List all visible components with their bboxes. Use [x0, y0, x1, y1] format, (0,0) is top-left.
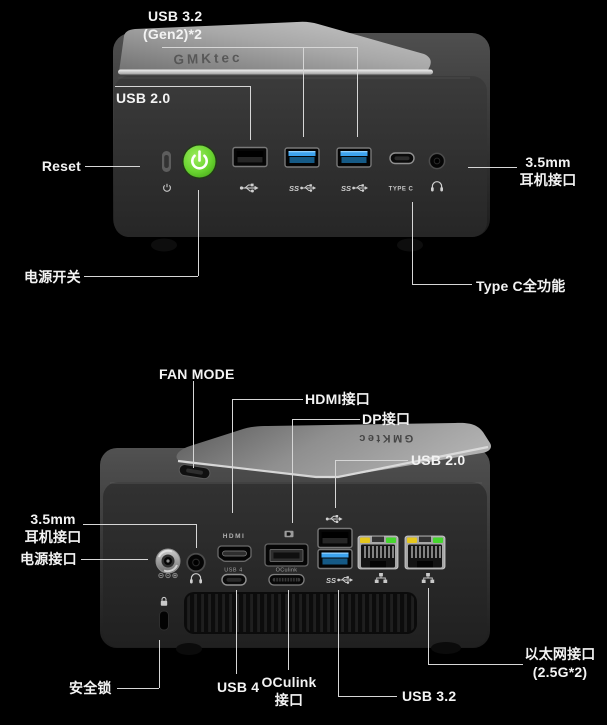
ss-usb-icon: SS — [326, 575, 354, 585]
label-line: 耳机接口 — [24, 529, 82, 545]
leader-usb32gen2-v2 — [357, 47, 358, 137]
rear-lid — [176, 422, 492, 479]
fan-mode-button — [178, 464, 211, 480]
leader-reset — [85, 166, 140, 167]
ethernet-port-2 — [404, 535, 446, 570]
leader-fanmode — [193, 381, 194, 468]
leader-usb32rear-h — [338, 696, 397, 697]
hdmi-port — [217, 545, 252, 562]
label-headphone-rear: 3.5mm 耳机接口 — [23, 510, 83, 546]
device-foot — [176, 643, 202, 655]
label-usb20-rear: USB 2.0 — [411, 452, 466, 468]
kensington-lock-slot — [159, 610, 169, 631]
label-reset: Reset — [41, 158, 81, 174]
device-foot — [397, 238, 423, 252]
ss-usb-icon: SS — [289, 183, 317, 193]
label-fan-mode: FAN MODE — [159, 366, 235, 382]
label-oculink: OCulink 接口 — [260, 673, 318, 709]
label-line: (2.5G*2) — [532, 664, 588, 680]
usb3-port-front-2 — [336, 147, 372, 168]
front-lid-edge — [118, 69, 433, 75]
label-ethernet: 以太网接口 (2.5G*2) — [521, 645, 599, 681]
dc-power-jack — [155, 548, 181, 574]
type-c-marking: TYPE C — [389, 187, 414, 193]
label-line: 3.5mm — [525, 154, 571, 170]
reset-pinhole — [162, 151, 171, 172]
leader-lock-v — [159, 640, 160, 688]
power-button — [182, 144, 217, 179]
label-power-switch: 电源开关 — [24, 269, 81, 285]
leader-ethernet-v — [428, 588, 429, 664]
rear-device: GMKtec HDMI — [100, 422, 492, 655]
label-headphone-front: 3.5mm 耳机接口 — [517, 153, 579, 189]
leader-oculink — [288, 590, 289, 670]
rear-lid-edge — [177, 445, 489, 479]
leader-ethernet-h — [428, 664, 523, 665]
label-usb32-rear: USB 3.2 — [402, 688, 457, 704]
leader-usb32rear-v — [338, 590, 339, 696]
label-line: 3.5mm — [30, 511, 76, 527]
label-hdmi: HDMI接口 — [305, 391, 370, 407]
leader-usb4 — [236, 590, 237, 674]
leader-usb20front-v — [250, 86, 251, 140]
label-line: 接口 — [274, 692, 304, 708]
device-foot — [151, 238, 177, 252]
ss-marking: SS — [326, 576, 336, 585]
label-line: (Gen2)*2 — [143, 26, 203, 42]
type-c-port-front — [389, 152, 415, 165]
vent-fins — [186, 594, 415, 632]
leader-lock-h — [117, 688, 159, 689]
leader-usb20rear-v — [335, 460, 336, 508]
device-foot — [431, 642, 461, 654]
headphone-jack-rear — [186, 552, 206, 573]
label-security-lock: 安全锁 — [69, 680, 112, 696]
oculink-marking: OCulink — [276, 568, 298, 574]
label-line: USB 3.2 — [148, 8, 203, 24]
oculink-port — [268, 573, 305, 586]
label-usb20-front: USB 2.0 — [116, 90, 171, 106]
hdmi-marking: HDMI — [223, 533, 246, 540]
leader-typec-v — [412, 202, 413, 284]
ss-marking: SS — [341, 184, 351, 193]
label-line: 以太网接口 — [524, 646, 596, 662]
leader-headphone-rear-h — [83, 524, 196, 525]
leader-usb20front-h — [115, 86, 250, 87]
usb3-port-rear — [317, 548, 353, 570]
leader-usb32gen2-v1 — [303, 47, 304, 137]
label-usb32-gen2: USB 3.2 (Gen2)*2 — [143, 7, 202, 43]
usb4-port — [221, 573, 247, 586]
gmktec-logo-front: GMKtec — [173, 50, 242, 67]
leader-hdmi-v — [232, 399, 233, 513]
usb2-port-front — [232, 146, 268, 168]
leader-usb32gen2-h — [162, 47, 358, 48]
usb4-marking: USB 4 — [224, 568, 242, 574]
ss-usb-icon: SS — [341, 183, 369, 193]
leader-powerswitch-v — [198, 190, 199, 276]
label-line: 耳机接口 — [519, 172, 577, 188]
ethernet-port-1 — [357, 535, 399, 570]
leader-headphone-front — [468, 167, 517, 168]
label-dp: DP接口 — [362, 411, 411, 427]
leader-dp-v — [292, 419, 293, 523]
leader-dp-h — [292, 419, 360, 420]
usb3-port-front-1 — [284, 147, 320, 168]
front-device: GMKtec SS — [113, 21, 490, 252]
dp-icon — [284, 530, 294, 538]
ss-marking: SS — [289, 184, 299, 193]
leader-typec-h — [412, 284, 472, 285]
leader-powerswitch-h — [84, 276, 198, 277]
label-power-in: 电源接口 — [20, 551, 77, 567]
dp-port — [264, 543, 309, 567]
usb2-port-rear — [317, 527, 353, 549]
leader-usb20rear-h — [335, 460, 408, 461]
leader-powerin — [81, 559, 148, 560]
label-typec-full: Type C全功能 — [476, 278, 566, 294]
gmktec-logo-rear: GMKtec — [357, 432, 414, 444]
label-usb4: USB 4 — [217, 679, 260, 695]
leader-hdmi-h — [232, 399, 303, 400]
leader-headphone-rear-v — [196, 524, 197, 548]
label-line: OCulink — [261, 674, 317, 690]
headphone-jack-front — [428, 152, 446, 170]
